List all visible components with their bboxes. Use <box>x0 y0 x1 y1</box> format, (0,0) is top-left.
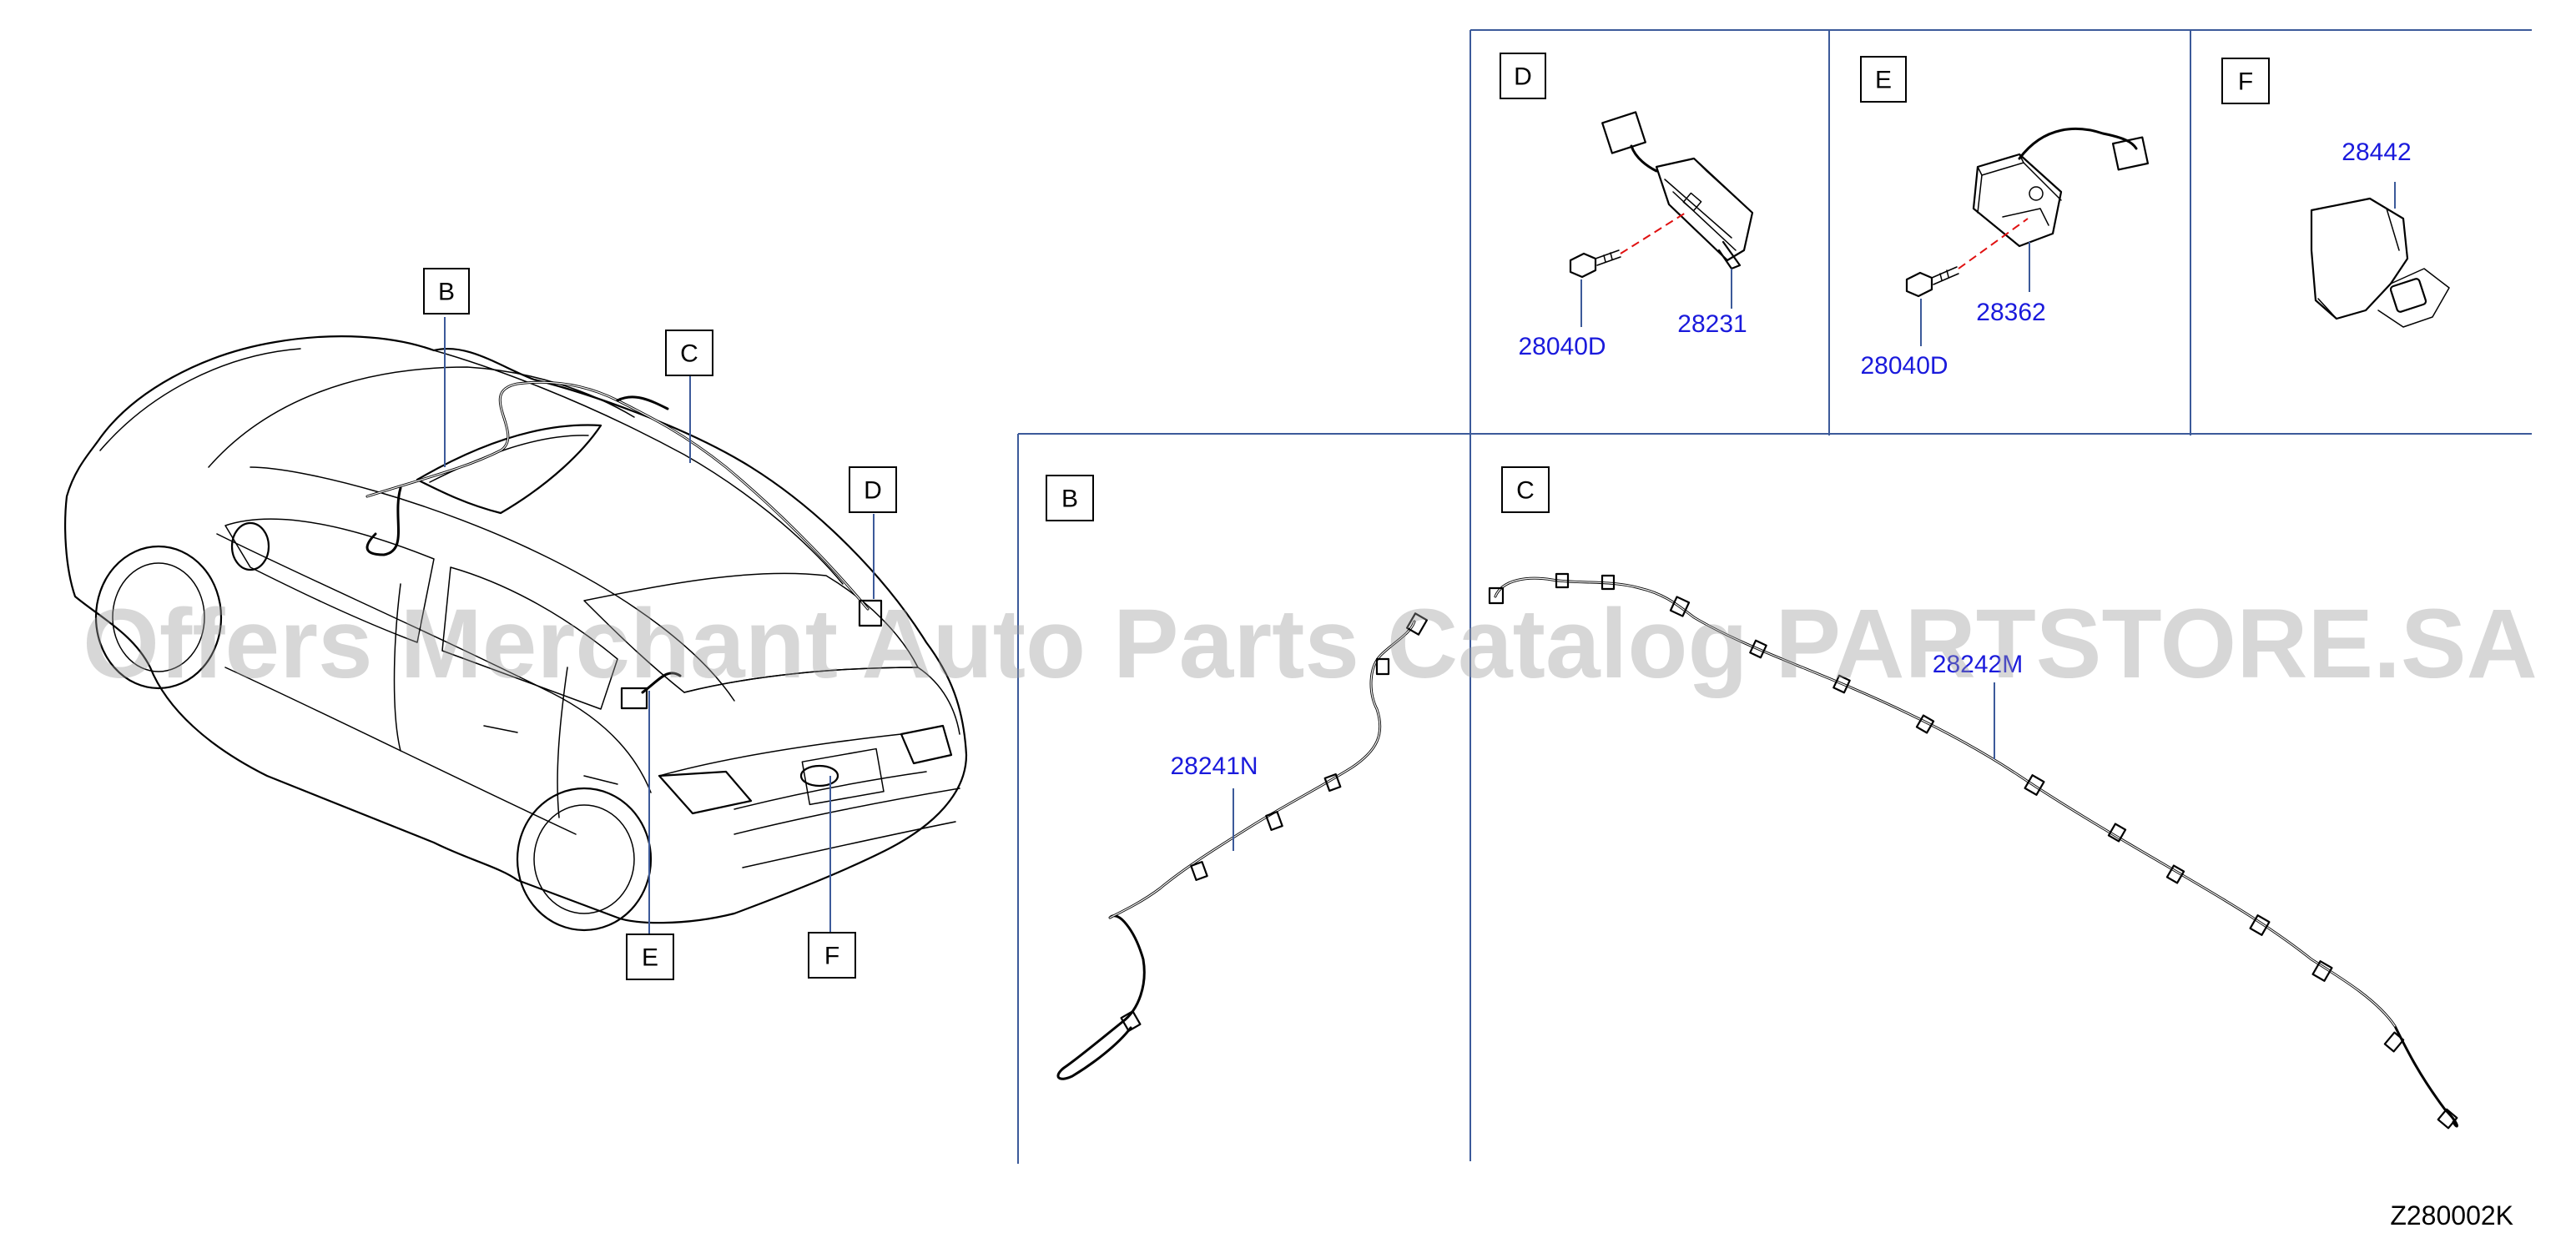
callout-label-f: F <box>824 943 839 970</box>
car-callout-d[interactable]: D <box>849 466 897 513</box>
panel-e: E 28040D 28362 <box>1860 56 2150 380</box>
diagram-code: Z280002K <box>2390 1200 2513 1230</box>
car-callout-b[interactable]: B <box>423 268 470 315</box>
watermark-text: Offers Merchant Auto Parts Catalog PARTS… <box>83 589 2538 699</box>
part-number-28040d-e[interactable]: 28040D <box>1860 352 1948 380</box>
part-number-28231[interactable]: 28231 <box>1677 310 1747 338</box>
car-callout-f[interactable]: F <box>808 932 856 979</box>
part-number-28241n[interactable]: 28241N <box>1170 752 1258 780</box>
callout-label-d: D <box>864 477 882 505</box>
panel-d-tag <box>1500 53 1546 99</box>
car-overview <box>64 335 968 932</box>
car-callout-c[interactable]: C <box>665 330 713 376</box>
panel-b-label: B <box>1061 486 1078 513</box>
panel-f-label: F <box>2238 68 2253 96</box>
car-callout-e[interactable]: E <box>626 934 674 980</box>
car-callout-leaders <box>444 317 875 936</box>
part-number-28040d-d[interactable]: 28040D <box>1518 333 1606 360</box>
panel-d-label: D <box>1514 63 1532 91</box>
part-number-28442[interactable]: 28442 <box>2342 138 2411 166</box>
callout-label-e: E <box>642 944 658 972</box>
part-number-28362[interactable]: 28362 <box>1976 299 2045 326</box>
panel-frames <box>1017 29 2532 1164</box>
part-number-28242m[interactable]: 28242M <box>1933 651 2023 678</box>
callout-label-b: B <box>438 279 455 306</box>
panel-b: B 28241N <box>1046 475 1429 1080</box>
panel-c-label: C <box>1516 477 1535 505</box>
panel-b-tag <box>1046 475 1094 521</box>
panel-e-tag <box>1860 56 1907 103</box>
panel-f: F 28442 <box>2221 58 2450 328</box>
panel-c-tag <box>1501 466 1550 513</box>
callout-label-c: C <box>680 340 698 368</box>
panel-d: D 28040D 28231 <box>1500 53 1754 360</box>
panel-c: C 28242M <box>1488 466 2458 1130</box>
panel-f-tag <box>2221 58 2270 104</box>
panel-e-label: E <box>1875 67 1892 94</box>
